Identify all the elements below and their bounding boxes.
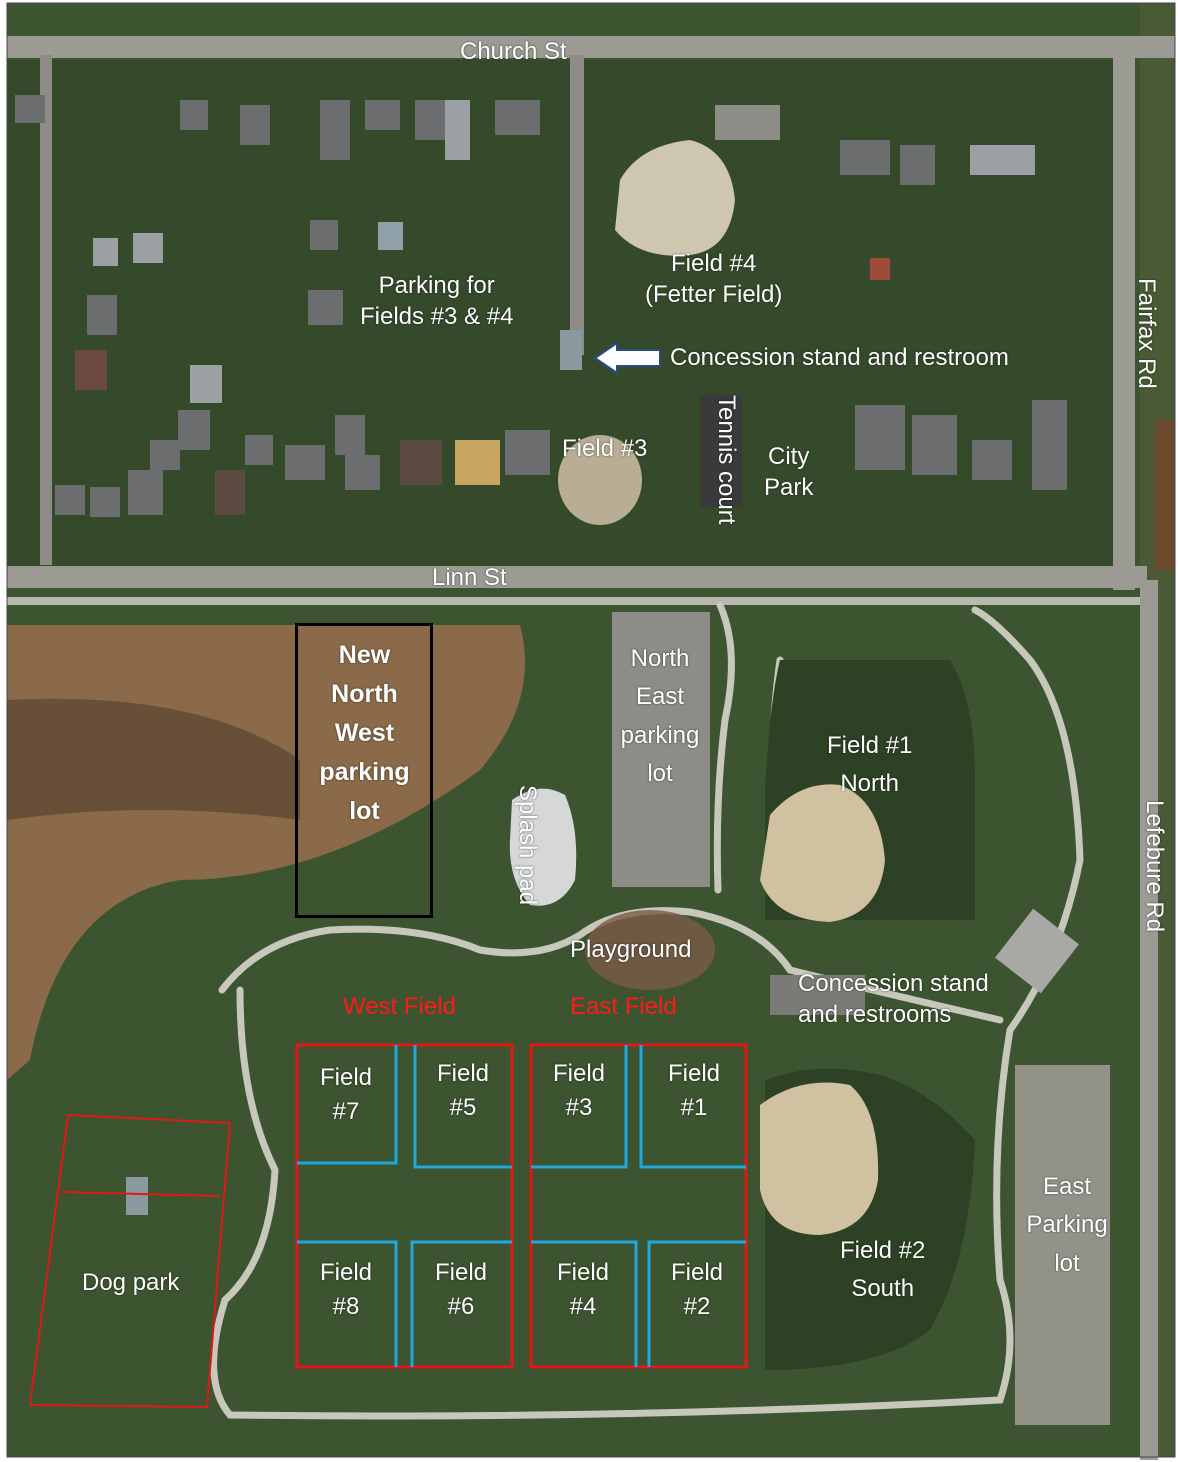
church-st-road [7,36,1175,58]
fairfax-rd-label: Fairfax Rd [1133,278,1160,389]
linn-st-sidewalk [7,597,1142,605]
east-field-label: East Field [570,993,677,1020]
park-drive [570,55,584,355]
lefebure-rd-road [1140,580,1158,1460]
dog-park-shed [126,1177,148,1215]
field2-south-label: Field #2 South [840,1237,926,1303]
east-field-strip [1155,420,1175,570]
new-nw-parking-lot-outline [295,623,433,918]
ne-parking-lot-label: North East parking lot [620,645,700,788]
east-parking-lot-label: East Parking lot [1026,1173,1108,1277]
east-field-4-label: Field #4 [556,1259,610,1320]
west-field-outline [295,1043,514,1369]
lefebure-rd-label: Lefebure Rd [1141,800,1168,933]
west-field-6-label: Field #6 [434,1259,488,1320]
field3-north-label: Field #3 [562,435,648,462]
new-nw-parking-lot-label: New North West parking lot [319,641,410,825]
concession-restrooms-label: Concession stand and restrooms [798,970,989,1029]
shelter-roof [995,908,1079,994]
tennis-court-surface [700,395,742,507]
east-field-outline [529,1043,748,1369]
concession-stand-building [560,330,582,370]
left-arrow-icon [593,341,661,375]
west-field-label: West Field [343,993,456,1020]
map-frame [6,2,1176,1458]
dog-park-outline [28,1113,232,1409]
church-st-label: Church St [460,38,567,65]
field1-north-label: Field #1 North [827,732,913,798]
field2-infield [760,1082,879,1235]
east-field-1-label: Field #1 [667,1060,721,1121]
playground-label: Playground [570,936,692,963]
west-field-8-label: Field #8 [319,1259,373,1320]
field4-fetter-label: Field #4 (Fetter Field) [645,250,783,309]
splash-pad-label: Splash pad [514,785,541,906]
east-parking-lot-surface [1015,1065,1110,1425]
east-field-outline-group [529,1043,748,1369]
parking-fields-3-4-label: Parking for Fields #3 & #4 [360,272,514,331]
ne-parking-lot-surface [612,612,710,887]
crop-field-dark [7,698,300,820]
linn-st-label: Linn St [432,564,507,591]
east-field-3-label: Field #3 [552,1060,606,1121]
concession-building-bottom [770,975,865,1015]
west-field-outline-group [295,1043,514,1369]
splash-pad-surface [509,788,577,906]
west-side-street [40,55,52,565]
tennis-court-label: Tennis court [713,395,740,525]
houses [15,95,1067,517]
west-field-5-label: Field #5 [436,1060,490,1121]
fetter-field-infield [615,140,735,256]
linn-st-road [7,566,1147,588]
concession-stand-label: Concession stand and restroom [670,344,1009,371]
playground-surface [585,910,715,990]
fairfax-rd-road [1113,40,1135,590]
field3-infield [558,435,642,525]
east-field-2-label: Field #2 [670,1259,724,1320]
city-park-label: City Park [764,443,814,502]
field1-infield [760,784,885,922]
west-field-7-label: Field #7 [319,1064,373,1125]
dog-park-label: Dog park [82,1269,180,1296]
